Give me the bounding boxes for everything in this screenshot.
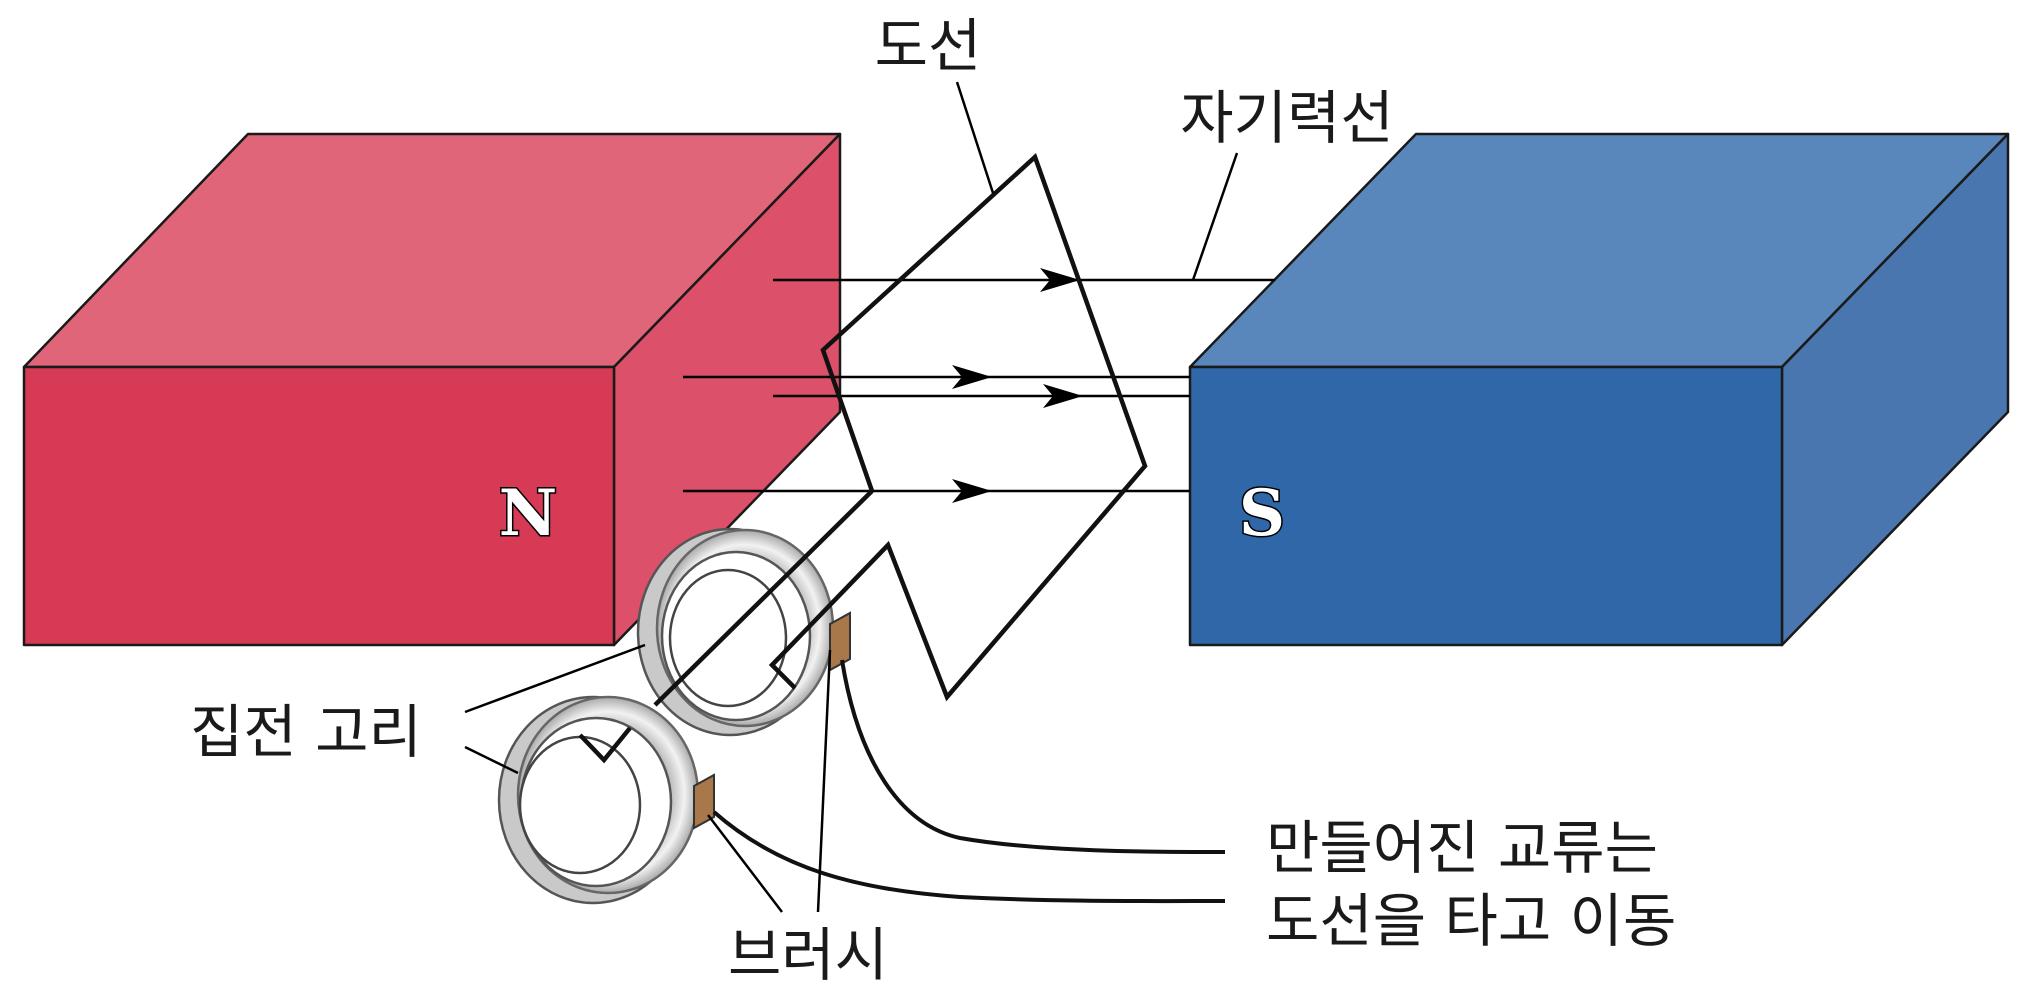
wire-coil xyxy=(578,153,1148,764)
label-wire: 도선 xyxy=(875,12,982,80)
output-cables xyxy=(712,659,1226,904)
output-cable-top xyxy=(840,659,1226,854)
field-arrow xyxy=(1043,384,1083,408)
north-magnet: N xyxy=(22,132,842,647)
leader-slip-ring-front xyxy=(464,745,519,775)
south-pole-label: S xyxy=(1239,476,1285,551)
coil-lead xyxy=(578,726,632,764)
field-arrow xyxy=(1040,268,1080,292)
north-pole-label: N xyxy=(499,476,558,551)
brush-back xyxy=(829,611,851,672)
north-magnet-front xyxy=(22,365,616,647)
field-arrow xyxy=(952,365,992,389)
south-magnet: S xyxy=(1188,132,2010,647)
leader-field-lines xyxy=(1191,152,1239,281)
magnetic-field-lines xyxy=(683,268,1275,503)
south-magnet-front xyxy=(1188,365,1784,647)
slip-ring-front xyxy=(497,695,700,905)
field-arrow xyxy=(952,479,992,503)
leader-brush-back xyxy=(816,649,832,913)
coil-loop xyxy=(768,153,1148,702)
label-field-lines: 자기력선 xyxy=(1180,84,1393,152)
label-slip-rings: 집전 고리 xyxy=(190,698,422,766)
output-cable-bottom xyxy=(712,810,1226,904)
leader-wire xyxy=(955,81,995,194)
labels: 도선 자기력선 집전 고리 브러시 만들어진 교류는 도선을 타고 이동 xyxy=(190,12,1676,989)
leader-lines xyxy=(464,81,1239,913)
leader-slip-ring-back xyxy=(464,643,646,714)
label-brush: 브러시 xyxy=(728,921,888,989)
label-current-line2: 도선을 타고 이동 xyxy=(1266,887,1676,955)
coil-axle xyxy=(653,489,874,707)
leader-brush-front xyxy=(707,814,783,913)
label-current-line1: 만들어진 교류는 xyxy=(1266,814,1658,882)
